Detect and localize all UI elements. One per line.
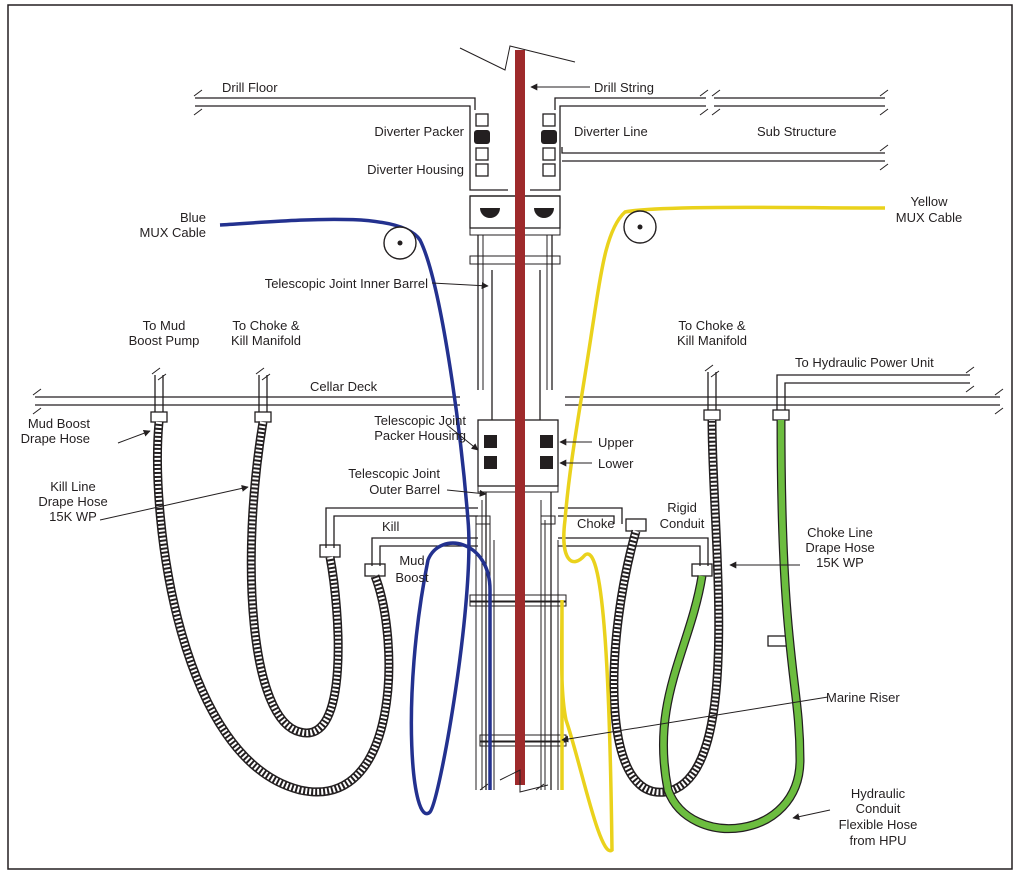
drill-string [459,45,576,793]
label-lower: Lower [598,456,634,471]
label-yellow-mux-cable-2: MUX Cable [896,210,962,225]
label-tj-outer-barrel-2: Outer Barrel [369,482,440,497]
label-to-choke-kill-left: To Choke & [232,318,300,333]
deck-pipes [151,364,975,412]
label-upper: Upper [598,435,634,450]
rigid-conduits [325,507,709,566]
label-blue-mux-cable: Blue [180,210,206,225]
label-to-choke-kill-left-2: Kill Manifold [231,333,301,348]
label-cellar-deck: Cellar Deck [310,379,378,394]
drill-floor [193,89,889,116]
label-hydraulic-2: Conduit [856,801,901,816]
label-to-choke-kill-right: To Choke & [678,318,746,333]
hydraulic-hose [658,419,805,834]
label-diverter-housing: Diverter Housing [367,162,464,177]
leader-arrows [99,83,831,821]
label-choke-line-drape-3: 15K WP [816,555,864,570]
label-yellow-mux-cable: Yellow [910,194,948,209]
label-tj-outer-barrel: Telescopic Joint [348,466,440,481]
label-to-mud-boost: To Mud [143,318,186,333]
label-tj-packer-housing-2: Packer Housing [374,428,466,443]
label-blue-mux-cable-2: MUX Cable [140,225,206,240]
diverter-line-pipe [561,144,889,171]
diagram-frame [7,4,1013,870]
diagram-labels: Drill Floor Drill String Diverter Packer… [21,80,963,848]
label-drill-string: Drill String [594,80,654,95]
label-mud-boost-2: Boost [395,570,429,585]
label-kill: Kill [382,519,399,534]
label-diverter-packer: Diverter Packer [374,124,464,139]
label-mud-boost-drape-2: Drape Hose [21,431,90,446]
label-tj-inner-barrel: Telescopic Joint Inner Barrel [265,276,428,291]
label-choke: Choke [577,516,615,531]
label-choke-line-drape: Choke Line [807,525,873,540]
cellar-deck [32,388,1004,415]
label-mud-boost-drape: Mud Boost [28,416,91,431]
label-sub-structure: Sub Structure [757,124,837,139]
label-choke-line-drape-2: Drape Hose [805,540,874,555]
label-hydraulic-3: Flexible Hose [839,817,918,832]
label-drill-floor: Drill Floor [222,80,278,95]
label-kill-line-drape-3: 15K WP [49,509,97,524]
label-to-choke-kill-right-2: Kill Manifold [677,333,747,348]
label-to-hpu: To Hydraulic Power Unit [795,355,934,370]
label-rigid-conduit-2: Conduit [660,516,705,531]
yellow-mux-cable [559,205,886,853]
label-hydraulic: Hydraulic [851,786,906,801]
label-kill-line-drape-2: Drape Hose [38,494,107,509]
label-diverter-line: Diverter Line [574,124,648,139]
label-marine-riser: Marine Riser [826,690,900,705]
label-tj-packer-housing: Telescopic Joint [374,413,466,428]
label-mud-boost: Mud [399,553,424,568]
blue-mux-cable [219,217,492,816]
label-to-mud-boost-2: Boost Pump [129,333,200,348]
label-rigid-conduit: Rigid [667,500,697,515]
label-kill-line-drape: Kill Line [50,479,96,494]
label-hydraulic-4: from HPU [849,833,906,848]
